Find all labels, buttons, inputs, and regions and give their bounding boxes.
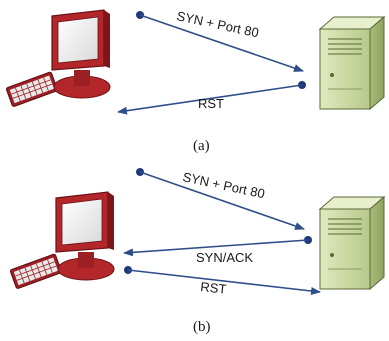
client-computer-icon xyxy=(5,9,111,108)
message-syn-b: SYN + Port 80 xyxy=(136,168,305,230)
message-label-rst-b: RST xyxy=(200,279,227,297)
message-rst-a: RST xyxy=(117,81,306,115)
message-synack-b: SYN/ACK xyxy=(123,236,312,265)
message-label-rst-a: RST xyxy=(198,96,224,111)
message-label-syn-a: SYN + Port 80 xyxy=(175,8,260,40)
server-tower-icon xyxy=(319,196,385,290)
caption-b: (b) xyxy=(193,319,211,335)
message-label-synack-b: SYN/ACK xyxy=(196,250,253,265)
message-syn-a: SYN + Port 80 xyxy=(136,8,304,72)
message-label-syn-b: SYN + Port 80 xyxy=(181,169,266,201)
caption-a: (a) xyxy=(193,138,210,154)
message-rst-b: RST xyxy=(124,266,321,297)
server-tower-icon xyxy=(319,16,385,110)
client-computer-icon xyxy=(9,191,115,290)
